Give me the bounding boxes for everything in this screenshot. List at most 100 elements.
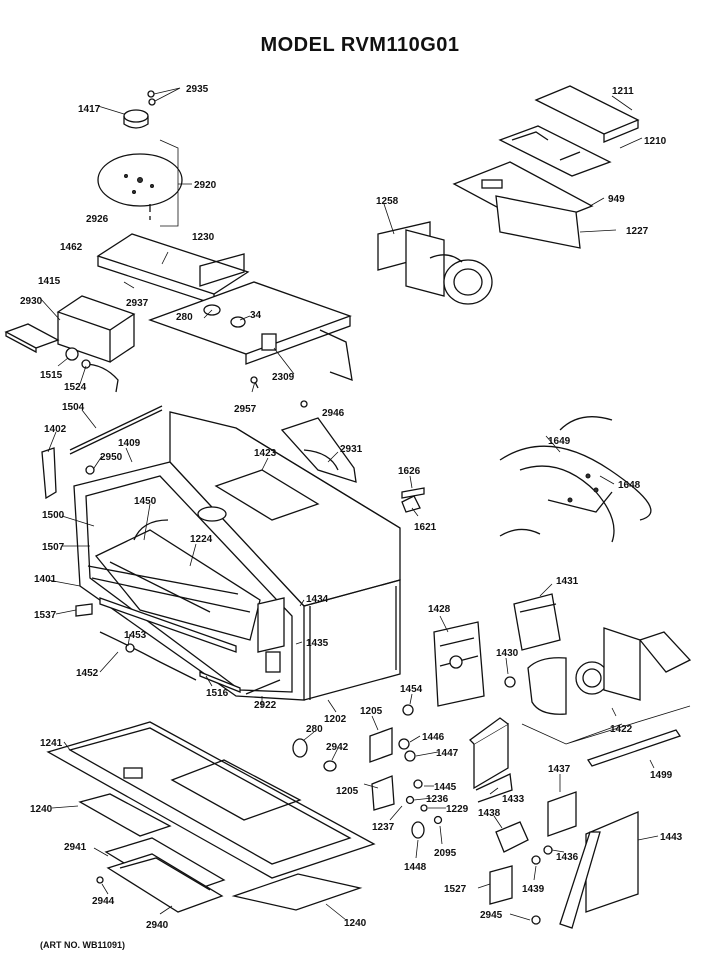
label-2935: 2935 [186,84,209,95]
label-1415: 1415 [38,276,61,287]
label-1500: 1500 [42,510,65,521]
part-1205-relay-upper [369,727,393,763]
label-1227: 1227 [626,226,649,237]
label-1504: 1504 [62,402,85,413]
part-2946-screw [300,400,308,408]
part-1504-rod [69,405,163,451]
part-280-plug [292,738,308,758]
part-1240-grille-upper [78,793,172,837]
diagram-title: MODEL RVM110G01 [260,34,460,56]
part-1417-motor [123,109,149,129]
label-1435: 1435 [306,638,329,649]
label-1430: 1430 [496,648,519,659]
label-1211: 1211 [612,86,634,97]
part-1415-duct [56,295,136,363]
label-1507: 1507 [42,542,65,553]
label-2930: 2930 [20,296,43,307]
part-2940-filter [106,853,224,913]
part-1438-capacitor [495,821,529,853]
part-2930-bracket [4,323,60,354]
part-1229-pin [420,804,428,812]
label-2920: 2920 [194,180,217,191]
part-2950-clip [85,465,95,475]
label-2922: 2922 [254,700,277,711]
label-1462: 1462 [60,242,83,253]
label-1447: 1447 [436,748,459,759]
label-1516: 1516 [206,688,229,699]
part-1436-diode [543,845,553,855]
part-1446-pin [398,738,410,750]
label-1202: 1202 [324,714,347,725]
part-1236-pin [405,795,415,805]
label-1439: 1439 [522,884,545,895]
label-1409: 1409 [118,438,141,449]
label-1431: 1431 [556,576,579,587]
part-1422-blower [527,627,692,715]
label-1205-lower: 1205 [336,786,359,797]
part-1648-harness [499,416,652,543]
part-2931-bracket [280,417,357,483]
label-1401: 1401 [34,574,57,585]
label-2942: 2942 [326,742,349,753]
part-1524-wire [81,359,119,393]
label-2309: 2309 [272,372,295,383]
part-1447-pin [404,750,416,762]
part-1527-bracket [489,865,513,905]
label-1205-upper: 1205 [360,706,383,717]
label-1237: 1237 [372,822,395,833]
label-1448: 1448 [404,862,427,873]
part-1515-knob [65,347,79,361]
label-1428: 1428 [428,604,451,615]
label-2931: 2931 [340,444,363,455]
label-1433: 1433 [502,794,525,805]
part-2945-screw [531,915,541,925]
part-1516-strip [199,671,241,693]
label-2944: 2944 [92,896,115,907]
part-1230-plate [148,253,353,381]
part-1452-cord [99,631,197,681]
part-2957-screw [250,376,259,389]
part-1439-clip [531,855,541,865]
label-1224: 1224 [190,534,213,545]
label-1537: 1537 [34,610,57,621]
part-1205-relay-lower [371,775,395,811]
art-number: (ART NO. WB11091) [40,940,126,950]
label-1649: 1649 [548,436,571,447]
label-34: 34 [250,310,262,321]
part-1211-cover [534,85,640,143]
label-1423: 1423 [254,448,277,459]
label-1240-upper: 1240 [30,804,53,815]
label-2941: 2941 [64,842,87,853]
label-1437: 1437 [548,764,571,775]
label-1258: 1258 [376,196,399,207]
label-1648: 1648 [618,480,641,491]
part-1241-bottom-plate [46,721,376,879]
part-2926-turntable-plate [97,153,183,220]
part-1423-cover [214,469,320,521]
label-1527: 1527 [444,884,467,895]
label-1524: 1524 [64,382,87,393]
label-1422: 1422 [610,724,633,735]
label-2926: 2926 [86,214,109,225]
part-1227-bracket [495,195,581,249]
label-2940: 2940 [146,920,169,931]
part-1626-fuse [401,487,425,499]
label-2095: 2095 [434,848,457,859]
label-1445: 1445 [434,782,457,793]
label-2946: 2946 [322,408,345,419]
part-1537-switch [75,603,93,617]
label-2957: 2957 [234,404,257,415]
part-1443-bracket [559,811,639,929]
part-1433-transformer [469,717,513,803]
label-1452: 1452 [76,668,99,679]
part-1430-clip [504,676,516,688]
label-1230: 1230 [192,232,215,243]
label-1434: 1434 [306,594,329,605]
label-1446: 1446 [422,732,445,743]
part-1428-magnetron [433,621,485,707]
label-2945: 2945 [480,910,503,921]
label-1453: 1453 [124,630,147,641]
label-1240-lower: 1240 [344,918,367,929]
label-1450: 1450 [134,496,157,507]
part-1445-pin [413,779,423,789]
